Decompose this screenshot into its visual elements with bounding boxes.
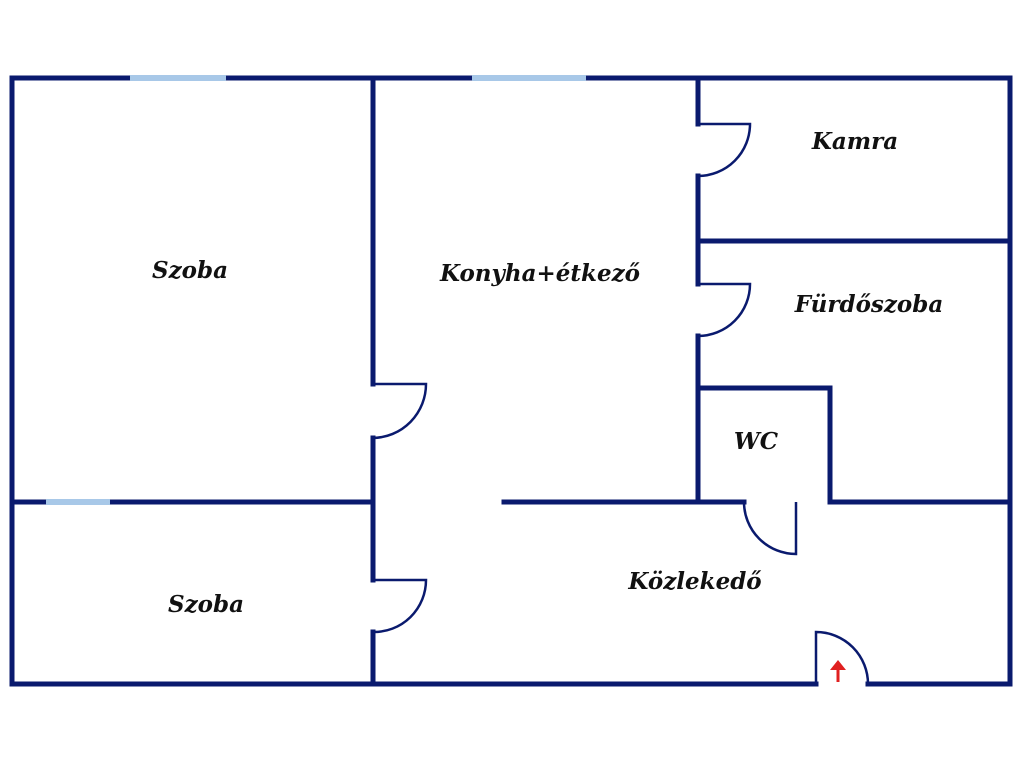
doors	[372, 122, 870, 685]
room-label-bedroom-upper: Szoba	[152, 257, 228, 284]
door-bedroom-lower	[372, 578, 428, 634]
room-label-bedroom-lower: Szoba	[168, 591, 244, 618]
arrow-up-icon	[830, 660, 846, 682]
door-bedroom-upper	[372, 382, 428, 440]
room-label-hallway: Közlekedő	[627, 568, 761, 595]
door-entrance	[814, 630, 870, 685]
door-bathroom	[697, 282, 752, 338]
room-label-pantry: Kamra	[811, 128, 898, 155]
windows	[46, 75, 586, 505]
door-wc	[742, 501, 798, 556]
room-label-wc: WC	[734, 428, 779, 455]
room-label-bathroom: Fürdőszoba	[794, 291, 944, 318]
walls	[9, 75, 1013, 687]
door-pantry	[697, 122, 752, 178]
room-label-kitchen: Konyha+étkező	[439, 260, 640, 287]
